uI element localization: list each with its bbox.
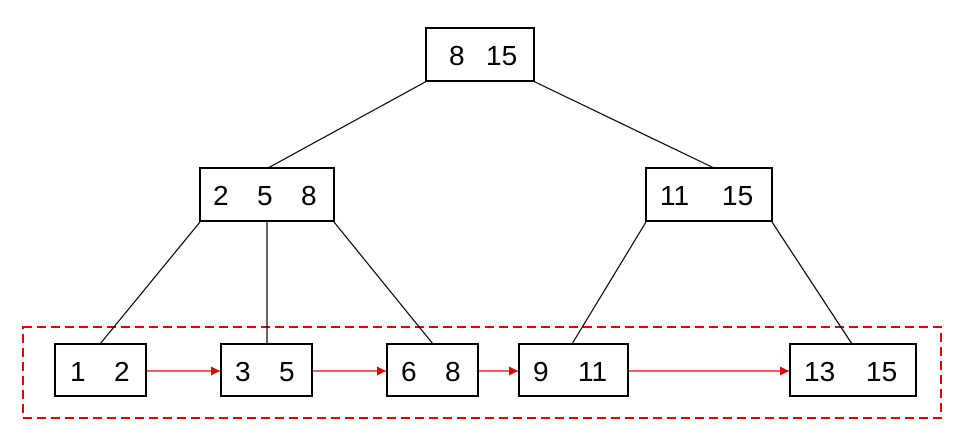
leaf-1-key-2: 2 xyxy=(114,356,130,387)
edge-internal-left-to-leaf-1 xyxy=(99,221,201,345)
leaf-4-key-1: 9 xyxy=(533,356,549,387)
internal-node-right: 11 15 xyxy=(645,167,773,222)
leaf-node-1: 1 2 xyxy=(54,343,147,397)
leaf-node-4: 9 11 xyxy=(518,343,629,397)
root-node: 8 15 xyxy=(425,27,535,82)
edge-root-to-internal-right xyxy=(532,80,715,169)
root-key-2: 15 xyxy=(486,40,517,71)
leaf-5-key-2: 15 xyxy=(866,356,897,387)
root-key-1: 8 xyxy=(449,40,465,71)
edge-root-to-internal-left xyxy=(267,80,428,169)
edge-internal-right-to-leaf-5 xyxy=(771,221,853,345)
internal-left-key-1: 2 xyxy=(213,180,229,211)
leaf-node-3: 6 8 xyxy=(386,343,479,397)
internal-right-key-2: 15 xyxy=(722,180,753,211)
leaf-1-key-1: 1 xyxy=(70,356,86,387)
internal-right-key-1: 11 xyxy=(660,180,689,211)
leaf-5-key-1: 13 xyxy=(804,356,835,387)
edge-internal-right-to-leaf-4 xyxy=(571,221,647,345)
internal-node-left: 2 5 8 xyxy=(199,167,335,222)
leaf-node-5: 13 15 xyxy=(789,343,917,397)
leaf-4-key-2: 11 xyxy=(578,356,607,387)
internal-left-key-2: 5 xyxy=(257,180,273,211)
leaf-2-key-2: 5 xyxy=(279,356,295,387)
leaf-node-2: 3 5 xyxy=(220,343,313,397)
leaf-3-key-2: 8 xyxy=(445,356,461,387)
edge-internal-left-to-leaf-3 xyxy=(333,221,434,345)
leaf-3-key-1: 6 xyxy=(401,356,417,387)
internal-left-key-3: 8 xyxy=(301,180,317,211)
tree-edges xyxy=(99,80,853,345)
leaf-2-key-1: 3 xyxy=(235,356,251,387)
